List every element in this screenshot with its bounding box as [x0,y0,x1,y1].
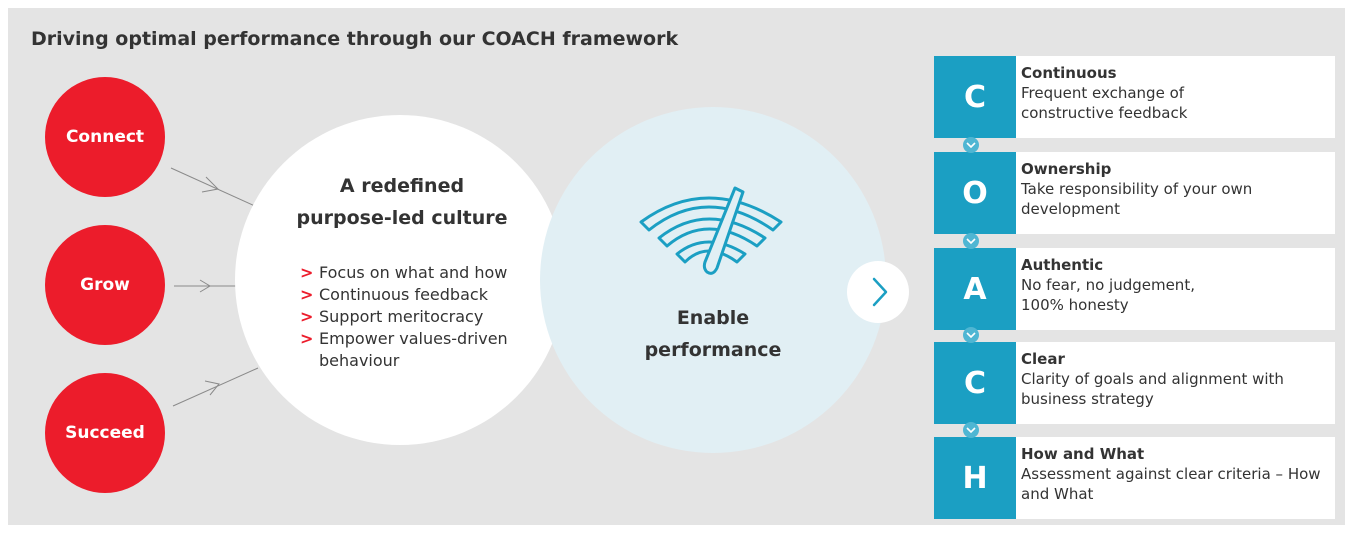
pillar-connect: Connect [45,77,165,197]
speedometer-icon [639,186,783,275]
culture-bullet: > Continuous feedback [300,284,515,306]
coach-heading: Authentic [1021,256,1104,274]
culture-title-line1: A redefined [339,175,465,197]
chevron-right-icon [872,277,888,307]
bullet-marker: > [300,329,314,348]
coach-row-clear: C Clear Clarity of goals and alignment w… [934,342,1335,424]
culture-bullet-text: Continuous feedback [319,285,488,304]
chevron-down-icon [963,137,979,153]
enable-performance-label: Enable performance [610,302,816,366]
pillar-grow: Grow [45,225,165,345]
coach-letter: C [934,56,1016,138]
culture-bullet: > Focus on what and how [300,262,515,284]
culture-bullet: > Empower values-driven behaviour [300,328,515,372]
coach-heading: Ownership [1021,160,1112,178]
coach-letter: C [934,342,1016,424]
next-button[interactable] [847,261,909,323]
culture-bullet-text: Support meritocracy [319,307,484,326]
chevron-down-icon [963,327,979,343]
culture-bullet-text: Empower values-driven behaviour [319,329,508,370]
coach-heading: How and What [1021,445,1145,463]
coach-row-how-and-what: H How and What Assessment against clear … [934,437,1335,519]
coach-description: No fear, no judgement, 100% honesty [1021,276,1195,314]
coach-letter: H [934,437,1016,519]
culture-bullet-list: > Focus on what and how > Continuous feedb… [300,262,515,372]
culture-circle [235,115,565,445]
enable-performance-circle [540,107,886,453]
coach-heading: Clear [1021,350,1065,368]
bullet-marker: > [300,285,314,304]
enable-line2: performance [644,339,782,361]
coach-description: Clarity of goals and alignment with busi… [1021,370,1284,408]
enable-line1: Enable [676,307,750,329]
coach-heading: Continuous [1021,64,1117,82]
culture-title-line2: purpose-led culture [296,207,508,229]
coach-row-continuous: C Continuous Frequent exchange of constr… [934,56,1335,138]
coach-row-ownership: O Ownership Take responsibility of your … [934,152,1335,234]
culture-bullet-text: Focus on what and how [319,263,508,282]
connect-arrow [170,167,256,207]
coach-letter: O [934,152,1016,234]
coach-description: Frequent exchange of constructive feedba… [1021,84,1188,122]
culture-bullet: > Support meritocracy [300,306,515,328]
coach-description: Assessment against clear criteria – How … [1021,465,1321,503]
culture-title: A redefined purpose-led culture [282,170,522,234]
chevron-down-icon [963,233,979,249]
diagram-title: Driving optimal performance through our … [31,28,679,50]
chevron-down-icon [963,422,979,438]
coach-letter: A [934,248,1016,330]
coach-description: Take responsibility of your own developm… [1021,180,1253,218]
coach-row-authentic: A Authentic No fear, no judgement, 100% … [934,248,1335,330]
bullet-marker: > [300,263,314,282]
succeed-arrow [172,367,259,407]
bullet-marker: > [300,307,314,326]
pillar-succeed: Succeed [45,373,165,493]
